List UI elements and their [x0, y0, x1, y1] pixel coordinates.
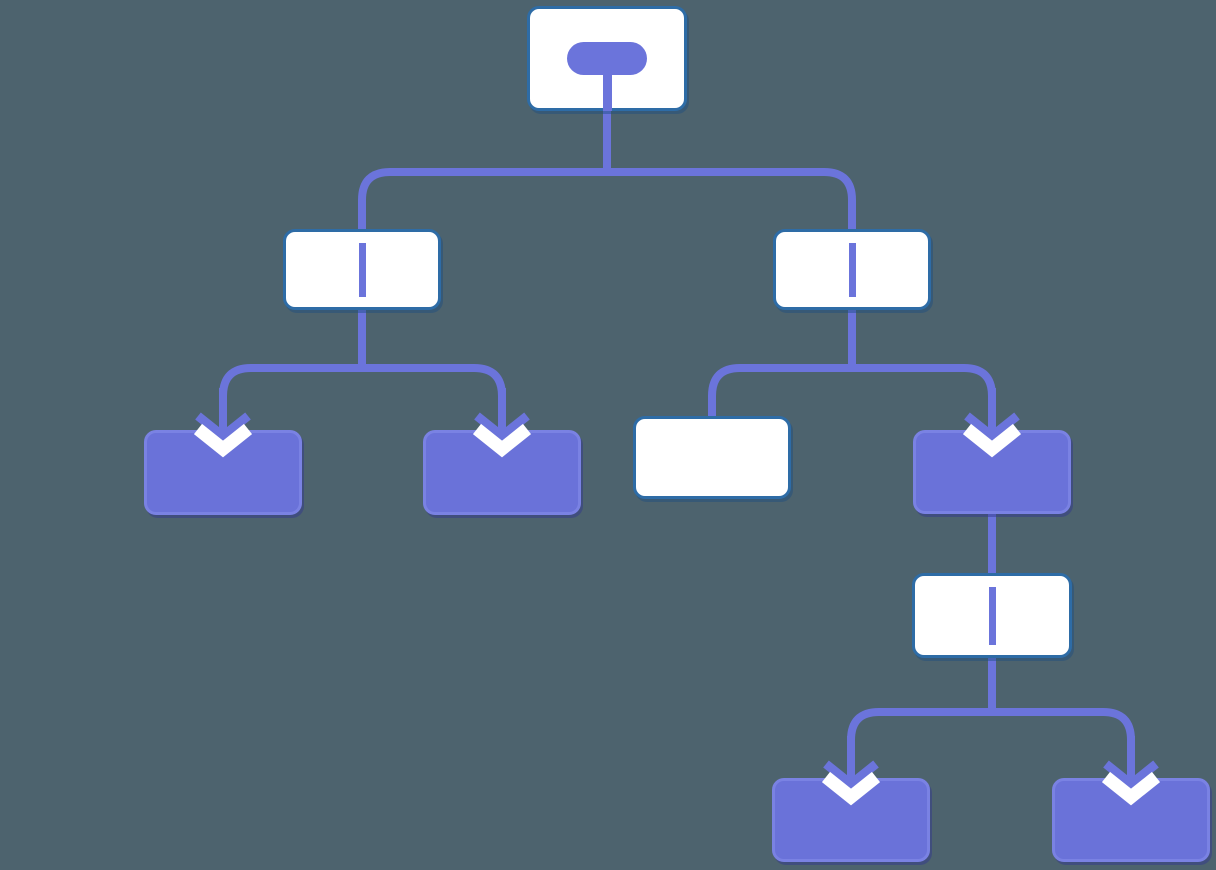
pill-icon	[567, 42, 647, 75]
node-leaf-mid-left[interactable]	[423, 430, 581, 515]
node-branch-lower[interactable]	[912, 573, 1072, 658]
node-branch-right[interactable]	[773, 229, 931, 310]
connector-path	[219, 364, 506, 432]
vertical-line-glyph	[358, 243, 366, 297]
connector-path	[358, 168, 856, 236]
vertical-line-glyph	[988, 587, 996, 645]
node-leaf-bottom-left[interactable]	[772, 778, 930, 862]
vertical-line-glyph	[848, 243, 856, 297]
node-leaf-far-left[interactable]	[144, 430, 302, 515]
node-branch-left[interactable]	[283, 229, 441, 310]
root-stem-glyph	[602, 67, 612, 111]
node-leaf-bottom-right[interactable]	[1052, 778, 1210, 862]
node-node-right[interactable]	[913, 430, 1071, 514]
node-root[interactable]	[527, 6, 687, 111]
connector-path	[847, 708, 1135, 780]
node-card-empty[interactable]	[633, 416, 791, 499]
